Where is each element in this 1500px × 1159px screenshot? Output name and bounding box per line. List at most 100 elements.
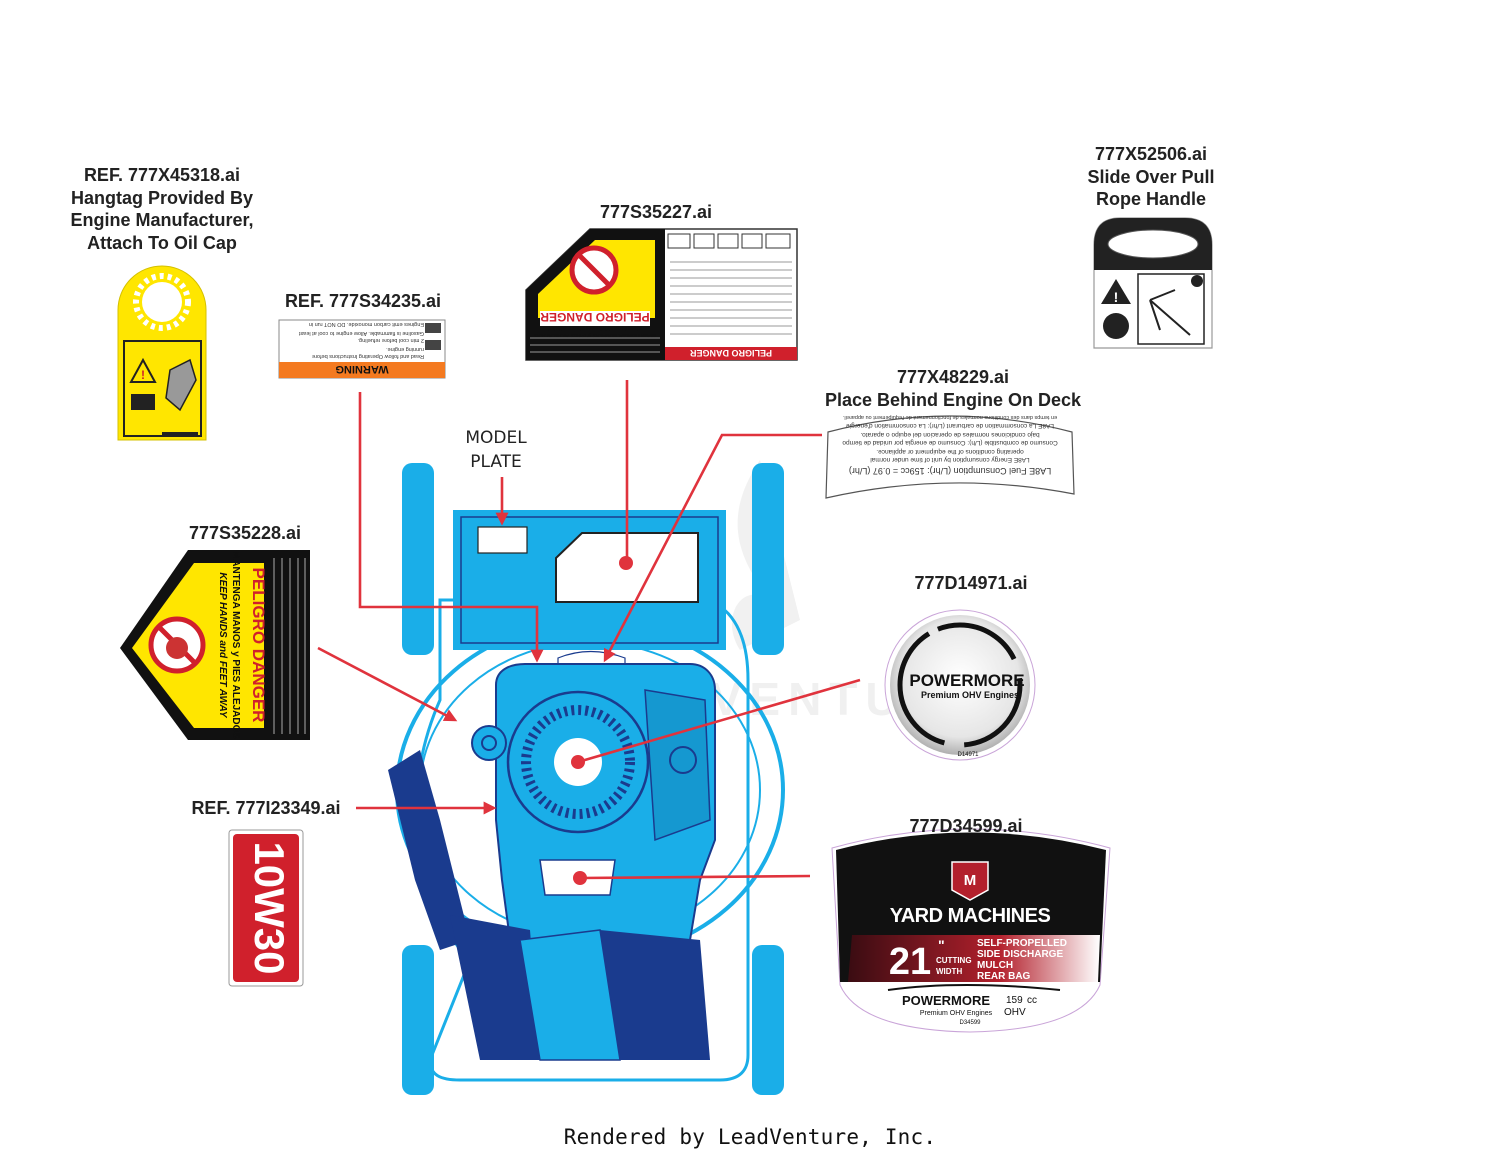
shroud-part: D34599 [959, 1020, 981, 1026]
danger-top-sub2: KEEP HANDS and FEET AWAY [547, 324, 642, 331]
callout-rope-handle: 777X52506.ai Slide Over Pull Rope Handle [1060, 143, 1242, 211]
arrow-badge [577, 678, 861, 764]
callout-deck: 777X48229.ai Place Behind Engine On Deck [810, 366, 1096, 411]
callout-oil: REF. 777I23349.ai [176, 797, 356, 820]
shroud-feature-2: SIDE DISCHARGE [977, 949, 1063, 960]
oil-can-icon [165, 358, 197, 412]
shroud-feature-4: REAR BAG [977, 971, 1031, 982]
rear-right-wheel [752, 463, 784, 655]
callout-shroud: 777D34599.ai [880, 815, 1052, 838]
callout-danger-top-ref: 777S35227.ai [599, 202, 713, 222]
callout-model-plate-line1: MODEL [465, 428, 527, 448]
oil-cap-inner [481, 735, 497, 751]
warning-line-1: Read and follow Operating Instructions b… [312, 353, 424, 359]
warning-line-5: Engines emit carbon monoxide. DO NOT run… [309, 321, 424, 327]
callout-danger-side: 777S35228.ai [160, 522, 330, 545]
badge-brand: POWERMORE [909, 671, 1024, 690]
caution-triangle-icon [1101, 279, 1131, 304]
callout-engine-badge-ref: 777D14971.ai [914, 573, 1028, 593]
callout-hangtag: REF. 777X45318.ai Hangtag Provided By En… [44, 164, 280, 254]
callout-rope-handle-ref: 777X52506.ai [1094, 144, 1208, 164]
danger-label-top: PELIGRO DANGER MANTENGA MANOS y PIES ALE… [525, 228, 798, 361]
oil-text: 10W30 [246, 841, 293, 974]
front-left-wheel [402, 945, 434, 1095]
callout-engine-badge: 777D14971.ai [886, 572, 1056, 595]
handle-center [519, 929, 621, 1061]
badge-part: D14971 [957, 752, 979, 758]
shroud-unit: " [938, 937, 945, 953]
callout-hangtag-ref: REF. 777X45318.ai [83, 165, 241, 185]
bag-label-dot [619, 556, 633, 570]
callout-danger-top: 777S35227.ai [570, 201, 742, 224]
callout-shroud-ref: 777D34599.ai [909, 816, 1023, 836]
deck-line-2: LA8E Energy consumption by unit of time … [870, 456, 1030, 463]
chute-top [557, 650, 626, 666]
callout-warning-ref: REF. 777S34235.ai [284, 291, 442, 311]
rope-handle-decal: ! [1093, 217, 1213, 349]
warning-decal: WARNING Read and follow Operating Instru… [278, 319, 446, 379]
callout-hangtag-line4: Attach To Oil Cap [87, 232, 237, 253]
rear-bag-outline [460, 516, 719, 644]
shroud-engine-brand: POWERMORE [902, 993, 990, 1008]
pull-rope-icon [1149, 289, 1191, 336]
oil-cap [471, 725, 507, 761]
deck-label: LA8E Fuel Consumption (L/hr): 159cc = 0.… [825, 414, 1075, 499]
callout-danger-side-ref: 777S35228.ai [188, 523, 302, 543]
svg-text:M: M [964, 872, 977, 889]
handle-right [600, 930, 710, 1060]
shroud-label: M YARD MACHINES 21 " CUTTING WIDTH SELF-… [831, 828, 1111, 1033]
danger-top-sub1: MANTENGA MANOS y PIES ALEJADOS [533, 332, 656, 339]
callout-rope-handle-line3: Rope Handle [1095, 189, 1206, 209]
callout-deck-ref: 777X48229.ai [896, 367, 1010, 387]
callout-hangtag-line3: Engine Manufacturer, [70, 210, 254, 230]
deck-line-7: en temps dans des conditions normales de… [842, 414, 1057, 420]
footer-credit: Rendered by LeadVenture, Inc. [563, 1125, 937, 1149]
callout-rope-handle-line2: Slide Over Pull [1087, 166, 1215, 187]
deck-line-1: LA8E Fuel Consumption (L/hr): 159cc = 0.… [849, 466, 1051, 476]
manual-icon [131, 394, 155, 410]
badge-sub: Premium OHV Engines [921, 690, 1019, 700]
mower-illustration: LEADVENTURE [388, 460, 979, 1095]
svg-text:!: ! [1114, 289, 1119, 305]
shroud-width: WIDTH [936, 967, 962, 976]
deck-line-5: bajo condiciones normales de operacion d… [860, 431, 1039, 438]
callout-oil-ref: REF. 777I23349.ai [191, 798, 341, 818]
front-right-wheel [752, 945, 784, 1095]
callout-deck-line2: Place Behind Engine On Deck [824, 389, 1082, 410]
shroud-size: 21 [889, 941, 931, 983]
read-manual-icon [1103, 313, 1129, 339]
alert-icon [1191, 275, 1203, 287]
arrow-danger-side [317, 646, 458, 722]
danger-top-title: PELIGRO DANGER [540, 310, 650, 324]
warning-line-4: Gasoline is flammable. Allow engine to c… [298, 330, 424, 336]
engine-badge: POWERMORE Premium OHV Engines D14971 [884, 609, 1036, 761]
shroud-engine-sub: Premium OHV Engines [920, 1010, 993, 1017]
deck-line-3: operating conditions of the equipment or… [876, 448, 1024, 455]
danger-side-sub1: MANTENGA MANOS y PIES ALEJADOS [230, 551, 241, 739]
callout-model-plate-line2: PLATE [470, 452, 522, 472]
arrow-warning [358, 392, 544, 663]
warning-line-2: running engine. [386, 346, 424, 352]
arrows [317, 380, 861, 880]
shroud-ohv: OHV [1004, 1007, 1026, 1018]
side-panel [388, 750, 470, 950]
shroud-cc-unit: cc [1027, 995, 1037, 1006]
deck-line-6: LA8E La consommation de carburant (L/hr)… [846, 422, 1054, 429]
hangtag-decal: ! [117, 265, 207, 441]
danger-side-sub2: KEEP HANDS and FEET AWAY [217, 572, 228, 719]
engine-side [644, 689, 711, 842]
danger-label-side: PELIGRO DANGER MANTENGA MANOS y PIES ALE… [120, 550, 310, 740]
arrow-shroud [579, 874, 811, 880]
shroud-feature-3: MULCH [977, 960, 1013, 971]
warning-line-3: 2 min cool before refueling. [357, 337, 424, 343]
recoil-grille [521, 705, 635, 819]
rear-left-wheel [402, 463, 434, 655]
arrow-deck [603, 433, 822, 663]
sun-icon [142, 282, 182, 322]
oil-label: 10W30 [228, 829, 304, 987]
shroud-feature-1: SELF-PROPELLED [977, 938, 1067, 949]
warning-word: WARNING [335, 363, 388, 375]
ym-logo-icon [951, 861, 989, 901]
callout-warning: REF. 777S34235.ai [260, 290, 466, 313]
